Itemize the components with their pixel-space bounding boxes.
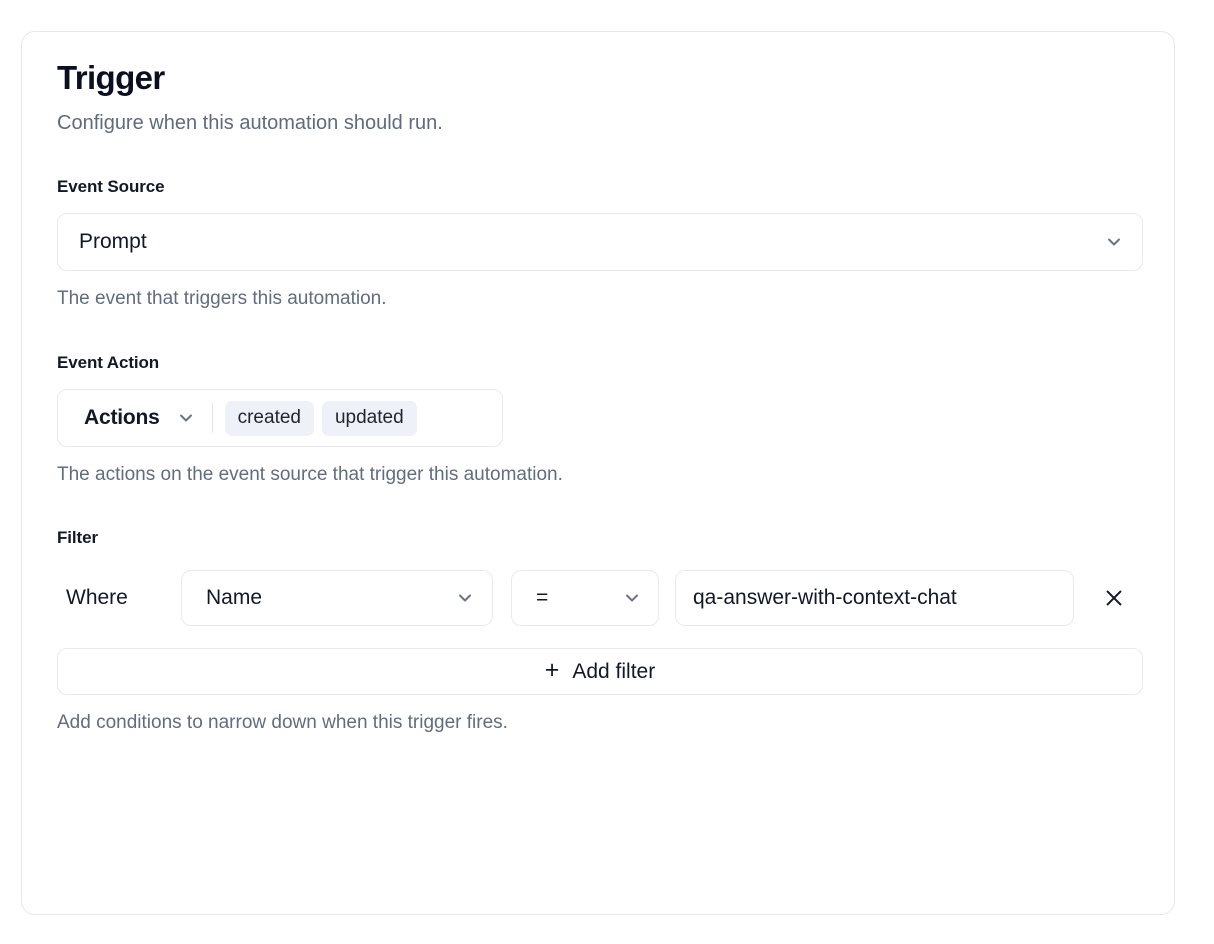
action-pill-updated[interactable]: updated [321, 400, 417, 436]
event-action-help: The actions on the event source that tri… [57, 464, 563, 486]
close-icon [1103, 587, 1125, 609]
filter-help: Add conditions to narrow down when this … [57, 712, 508, 734]
where-label: Where [66, 586, 128, 610]
trigger-card: Trigger Configure when this automation s… [21, 31, 1175, 915]
event-source-label: Event Source [57, 176, 165, 196]
event-source-help: The event that triggers this automation. [57, 287, 387, 309]
plus-icon: + [544, 656, 560, 685]
combo-divider [211, 403, 213, 434]
filter-value-input[interactable] [675, 570, 1074, 627]
event-source-field: Event Source Prompt The event that trigg… [57, 176, 1143, 312]
event-source-value: Prompt [79, 229, 147, 253]
chevron-down-icon [455, 588, 475, 608]
page-title: Trigger [57, 59, 165, 96]
filter-field-select[interactable]: Name [181, 570, 493, 627]
remove-filter-button[interactable] [1092, 576, 1136, 620]
event-action-dropdown-trigger[interactable]: Actions [58, 390, 212, 446]
filter-field-value: Name [206, 586, 263, 610]
page-subtitle: Configure when this automation should ru… [57, 111, 443, 134]
filter-field: Filter Where Name = [57, 527, 1143, 736]
filter-label: Filter [57, 527, 98, 547]
chevron-down-icon [1104, 232, 1124, 252]
add-filter-label: Add filter [572, 659, 656, 683]
chevron-down-icon [176, 408, 196, 428]
event-action-field: Event Action Actions created updated The [57, 353, 1139, 488]
event-action-combo: Actions created updated [57, 389, 503, 448]
selected-actions-list: created updated [224, 400, 417, 436]
add-filter-button[interactable]: + Add filter [57, 648, 1143, 696]
filter-row: Where Name = [57, 570, 1139, 627]
filter-operator-select[interactable]: = [511, 570, 659, 627]
action-pill-created[interactable]: created [224, 400, 314, 436]
chevron-down-icon [622, 588, 642, 608]
event-action-trigger-label: Actions [84, 406, 160, 430]
event-action-label: Event Action [57, 352, 160, 372]
event-source-select[interactable]: Prompt [57, 212, 1143, 271]
filter-operator-value: = [536, 586, 549, 610]
